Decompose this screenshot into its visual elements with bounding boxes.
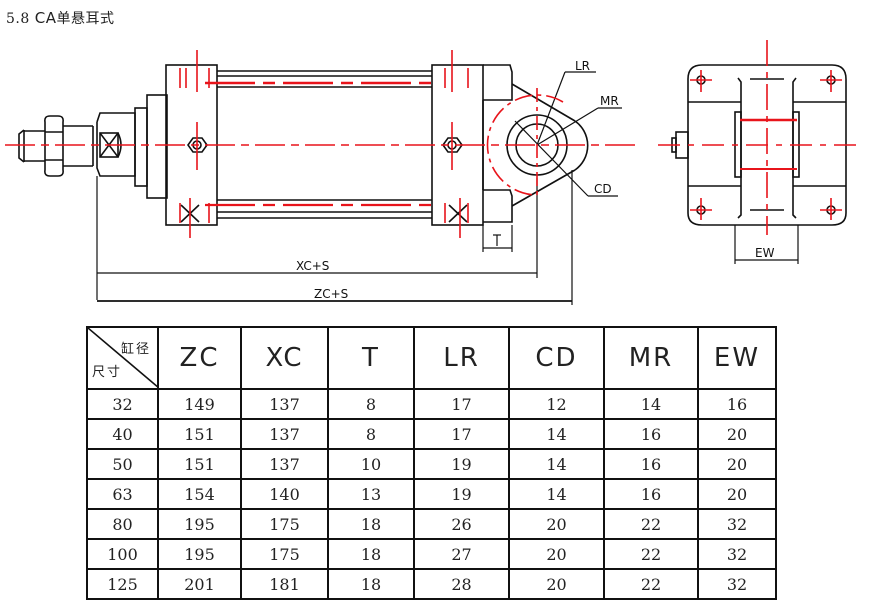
value-cell-ew: 20 (697, 448, 777, 480)
col-header-xc: XC (240, 326, 329, 390)
dimension-label: 尺寸 (92, 365, 123, 380)
rod-nut (44, 115, 64, 177)
value-cell-zc: 195 (157, 538, 242, 570)
value-cell-ew: 32 (697, 568, 777, 600)
side-view (671, 64, 847, 264)
value-cell-xc: 137 (240, 388, 329, 420)
col-header-lr: LR (413, 326, 510, 390)
value-cell-lr: 28 (413, 568, 510, 600)
value-cell-zc: 149 (157, 388, 242, 420)
label-cd: CD (594, 182, 612, 196)
value-cell-ew: 20 (697, 478, 777, 510)
bore-label: 缸径 (120, 342, 151, 357)
value-cell-t: 8 (327, 418, 415, 450)
bore-cell: 125 (86, 568, 159, 600)
value-cell-t: 18 (327, 538, 415, 570)
value-cell-ew: 16 (697, 388, 777, 420)
value-cell-cd: 20 (508, 508, 605, 540)
value-cell-t: 18 (327, 568, 415, 600)
value-cell-xc: 175 (240, 538, 329, 570)
value-cell-mr: 14 (603, 388, 699, 420)
value-cell-mr: 22 (603, 538, 699, 570)
value-cell-zc: 154 (157, 478, 242, 510)
value-cell-xc: 137 (240, 448, 329, 480)
bore-cell: 40 (86, 418, 159, 450)
value-cell-cd: 20 (508, 568, 605, 600)
value-cell-mr: 16 (603, 448, 699, 480)
section-title: 5.8 CA单悬耳式 (6, 8, 114, 28)
col-header-mr: MR (603, 326, 699, 390)
col-header-zc: ZC (157, 326, 242, 390)
value-cell-lr: 17 (413, 388, 510, 420)
value-cell-lr: 27 (413, 538, 510, 570)
value-cell-lr: 19 (413, 448, 510, 480)
value-cell-xc: 137 (240, 418, 329, 450)
value-cell-xc: 140 (240, 478, 329, 510)
value-cell-cd: 12 (508, 388, 605, 420)
bore-cell: 100 (86, 538, 159, 570)
bore-cell: 32 (86, 388, 159, 420)
mount-type: 单悬耳式 (56, 11, 115, 27)
corner-diagonal (88, 328, 159, 388)
value-cell-cd: 20 (508, 538, 605, 570)
value-cell-zc: 195 (157, 508, 242, 540)
table-header-row: 缸径 尺寸 ZC XC T LR CD MR EW (86, 326, 777, 390)
rod-thread (18, 129, 45, 163)
value-cell-lr: 19 (413, 478, 510, 510)
label-xc-s: XC+S (296, 259, 329, 273)
value-cell-zc: 151 (157, 448, 242, 480)
value-cell-xc: 181 (240, 568, 329, 600)
value-cell-zc: 151 (157, 418, 242, 450)
value-cell-t: 18 (327, 508, 415, 540)
col-header-cd: CD (508, 326, 605, 390)
col-header-t: T (327, 326, 415, 390)
model-code: CA (34, 9, 57, 27)
section-number: 5.8 (6, 11, 30, 27)
value-cell-t: 10 (327, 448, 415, 480)
value-cell-mr: 22 (603, 508, 699, 540)
value-cell-t: 13 (327, 478, 415, 510)
value-cell-cd: 14 (508, 448, 605, 480)
value-cell-zc: 201 (157, 568, 242, 600)
bore-cell: 50 (86, 448, 159, 480)
label-ew: EW (755, 246, 775, 260)
value-cell-ew: 32 (697, 508, 777, 540)
value-cell-t: 8 (327, 388, 415, 420)
value-cell-ew: 32 (697, 538, 777, 570)
col-header-ew: EW (697, 326, 777, 390)
label-lr: LR (575, 59, 590, 73)
corner-header: 缸径 尺寸 (86, 326, 159, 390)
value-cell-cd: 14 (508, 418, 605, 450)
value-cell-cd: 14 (508, 478, 605, 510)
value-cell-mr: 16 (603, 418, 699, 450)
label-mr: MR (600, 94, 619, 108)
bore-cell: 63 (86, 478, 159, 510)
label-zc-s: ZC+S (314, 287, 348, 301)
value-cell-lr: 26 (413, 508, 510, 540)
value-cell-ew: 20 (697, 418, 777, 450)
bore-cell: 80 (86, 508, 159, 540)
value-cell-mr: 22 (603, 568, 699, 600)
value-cell-mr: 16 (603, 478, 699, 510)
cylinder-drawing: LR MR CD XC+S ZC+S EW (5, 40, 860, 305)
value-cell-lr: 17 (413, 418, 510, 450)
value-cell-xc: 175 (240, 508, 329, 540)
